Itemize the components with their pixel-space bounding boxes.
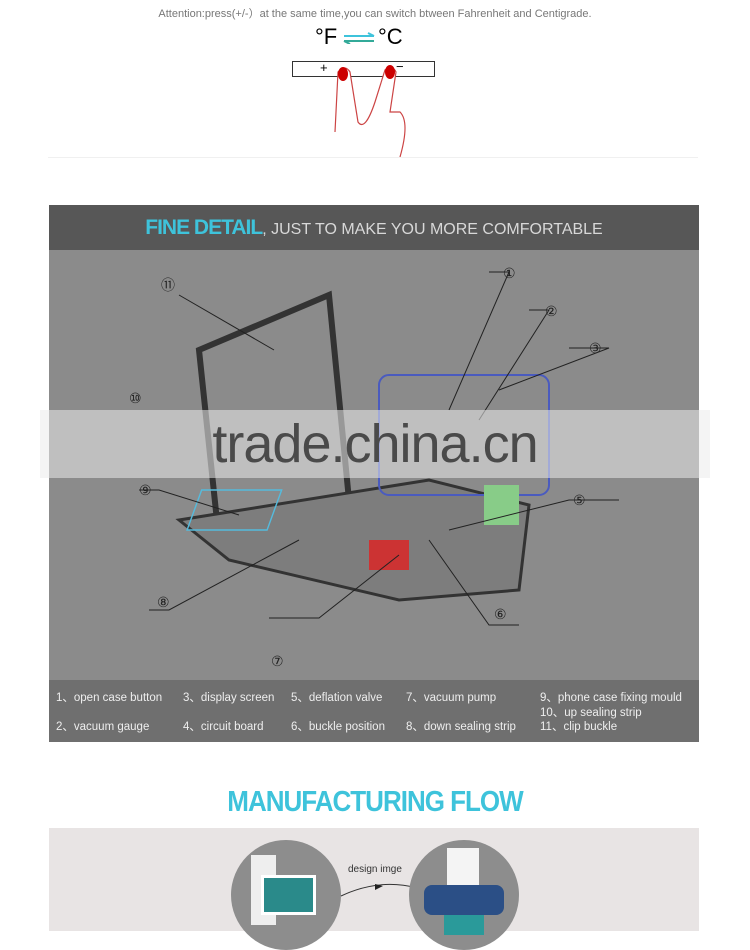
manufacturing-flow-panel [49,828,699,950]
watermark: trade.china.cn [40,410,710,478]
callout-9: ⑨ [139,482,152,498]
printer-icon [409,840,519,950]
legend-item: 9、phone case fixing mould [540,692,682,704]
manufacturing-flow-title: MANUFACTURING FLOW [227,784,523,818]
header-rest: , JUST TO MAKE YOU MORE COMFORTABLE [262,221,603,238]
callout-8: ⑧ [157,594,170,610]
callout-2: ② [545,303,558,319]
attention-text: Attention:press(+/-）at the same time,you… [158,8,592,20]
legend-item: 5、deflation valve [291,692,383,704]
plus-key: + [320,60,328,75]
legend-item: 11、clip buckle [540,721,618,733]
fine-detail-header: FINE DETAIL, JUST TO MAKE YOU MORE COMFO… [49,205,699,250]
header-bold: FINE DETAIL [145,216,263,239]
legend-item: 7、vacuum pump [406,692,497,704]
callout-5: ⑤ [573,492,586,508]
vacuum-machine-sketch [139,271,619,626]
fahrenheit-label: °F [315,24,338,49]
parts-legend: 1、open case button 2、vacuum gauge 3、disp… [49,680,699,742]
arrow-icon [340,883,418,897]
callout-11: ⑪ [161,277,175,293]
celsius-label: °C [378,24,403,49]
legend-item: 2、vacuum gauge [56,721,150,733]
printed-sheet [444,915,484,935]
legend-item: 1、open case button [56,692,163,704]
divider [48,157,698,158]
hand-icon [334,65,406,157]
callout-7: ⑦ [271,653,284,669]
callout-10: ⑩ [129,390,142,406]
legend-item: 6、buckle position [291,721,385,733]
legend-item: 10、up sealing strip [540,707,642,719]
callout-6: ⑥ [494,606,507,622]
callout-3: ③ [589,340,602,356]
callout-1: ① [503,265,516,281]
minus-key: − [396,59,404,74]
printer-body [424,885,504,915]
printer-paper [447,848,479,888]
legend-item: 3、display screen [183,692,275,704]
legend-item: 8、down sealing strip [406,721,516,733]
computer-icon [231,840,341,950]
flow-arrow-label: design imge [348,864,402,875]
temperature-switch-illustration: °F °C + − [290,22,460,157]
computer-monitor [261,875,316,915]
swap-arrows-icon [343,32,375,44]
legend-item: 4、circuit board [183,721,264,733]
key-strip [292,61,435,77]
